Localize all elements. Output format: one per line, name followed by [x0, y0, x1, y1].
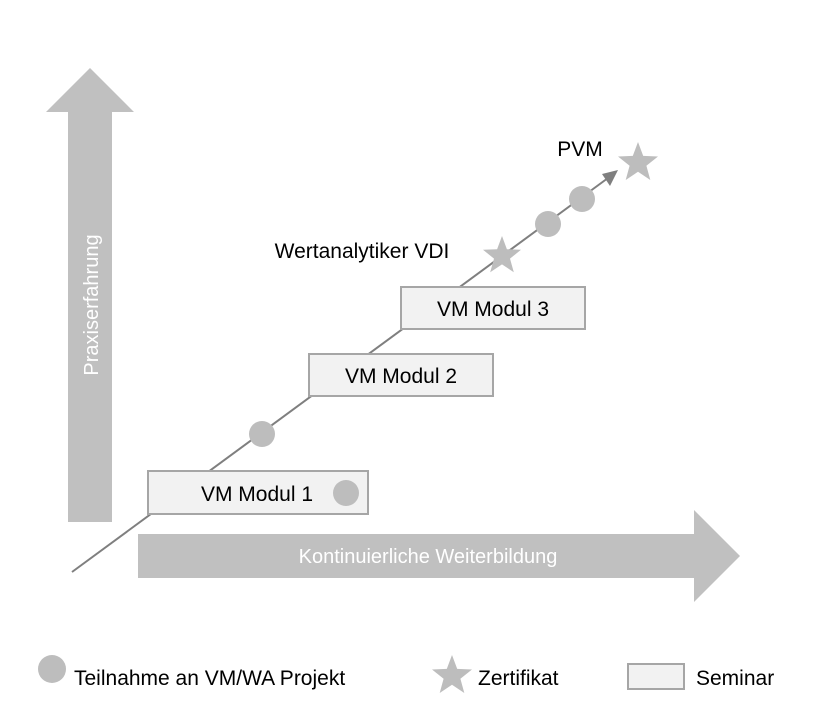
horizontal-axis-arrow — [138, 510, 740, 602]
legend-circle-icon — [38, 655, 66, 683]
project-circle-icon — [249, 421, 275, 447]
seminar-label: VM Modul 1 — [201, 483, 313, 506]
horizontal-axis-label: Kontinuierliche Weiterbildung — [299, 546, 558, 568]
legend: Teilnahme an VM/WA Projekt Zertifikat Se… — [38, 655, 774, 693]
certificate-star-icon — [483, 236, 521, 273]
project-circle-icon — [535, 211, 561, 237]
vertical-axis-label: Praxiserfahrung — [81, 234, 103, 375]
project-circle-icon — [333, 480, 359, 506]
certificate-label: PVM — [557, 138, 603, 161]
project-circle-icon — [569, 186, 595, 212]
progression-arrowhead-icon — [602, 170, 618, 186]
seminar-box-3: VM Modul 3 — [400, 286, 586, 330]
certificate-label: Wertanalytiker VDI — [275, 240, 450, 263]
legend-star-icon — [432, 655, 472, 693]
legend-certificate-label: Zertifikat — [478, 667, 559, 690]
seminar-box-1: VM Modul 1 — [147, 470, 369, 515]
certificate-star-icon — [618, 142, 658, 180]
seminar-label: VM Modul 3 — [437, 298, 549, 321]
legend-project-label: Teilnahme an VM/WA Projekt — [74, 667, 345, 690]
legend-rectangle-icon — [627, 663, 685, 690]
seminar-label: VM Modul 2 — [345, 365, 457, 388]
seminar-box-2: VM Modul 2 — [308, 353, 494, 397]
vertical-axis-arrow — [46, 68, 134, 522]
legend-seminar-label: Seminar — [696, 667, 774, 690]
